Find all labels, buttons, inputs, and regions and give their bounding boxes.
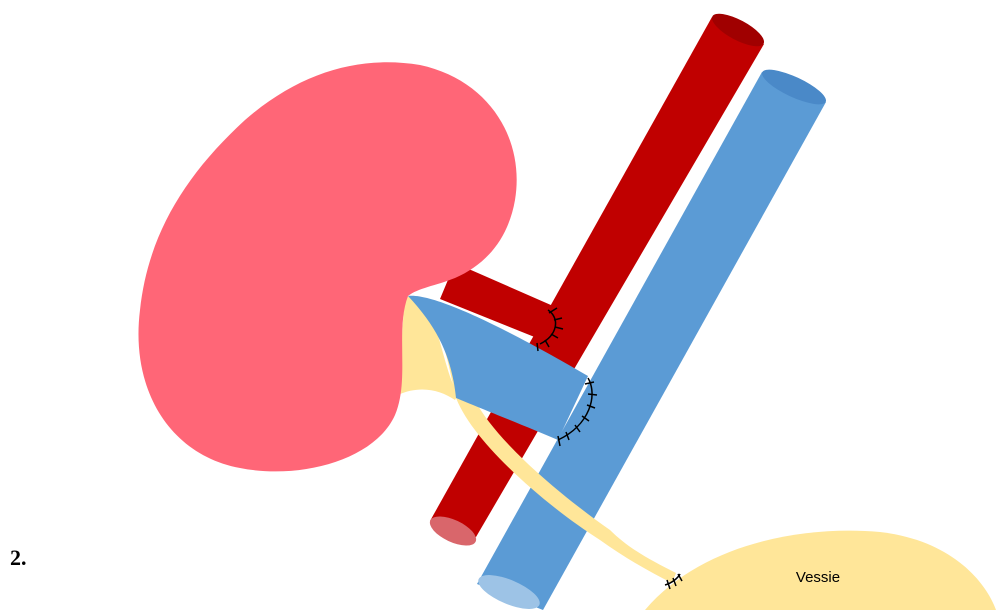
kidney bbox=[138, 62, 516, 471]
step-number: 2. bbox=[10, 545, 27, 571]
bladder-label: Vessie bbox=[796, 569, 840, 586]
